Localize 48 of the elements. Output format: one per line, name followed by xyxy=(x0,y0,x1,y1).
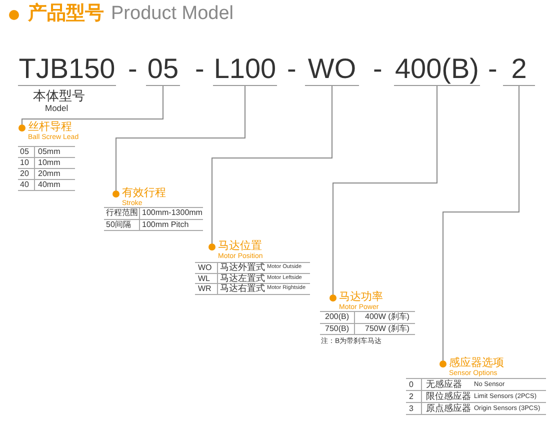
table-text: 20 xyxy=(20,169,29,179)
subtitle: Product Model xyxy=(111,2,234,26)
code-segment: 05 xyxy=(146,52,180,86)
code-segment: L100 xyxy=(213,52,277,86)
separator: - xyxy=(195,52,204,86)
leader-line xyxy=(112,86,246,198)
leader-line xyxy=(330,86,438,302)
table-text: 10 xyxy=(20,158,29,168)
leader-line xyxy=(440,86,520,368)
table-text: 行程范围 xyxy=(106,208,138,218)
separator: - xyxy=(128,52,138,86)
table-text: 马达右置式 xyxy=(220,284,265,294)
table-text: 100mm-1300mm xyxy=(142,208,202,218)
table-text: 750W (刹车) xyxy=(365,324,410,334)
code-segment: 2 xyxy=(503,52,535,86)
table-text: 20mm xyxy=(38,169,60,179)
leader-line xyxy=(208,86,332,250)
table-text: 05 xyxy=(20,147,29,157)
separator: - xyxy=(488,52,498,86)
table-text: 马达外置式 xyxy=(220,263,265,272)
part-label: 本体型号 xyxy=(33,88,85,104)
title: 产品型号 xyxy=(28,2,104,26)
table-text: WR xyxy=(198,284,212,294)
table-text: 40mm xyxy=(38,180,60,190)
code-segment: WO xyxy=(305,52,359,86)
table-text: 无感应器 xyxy=(426,379,462,390)
table-text: 400W (刹车) xyxy=(365,312,410,322)
table-text: 0 xyxy=(409,379,414,390)
table-text: 40 xyxy=(20,180,29,190)
table-text: 原点感应器 xyxy=(426,403,471,414)
table-text: WL xyxy=(198,274,210,283)
table-text: 3 xyxy=(409,403,414,414)
table-text: 50间隔 xyxy=(106,220,131,230)
table-text: 限位感应器 xyxy=(426,391,471,402)
table-text: 马达左置式 xyxy=(220,274,265,283)
separator: - xyxy=(287,52,296,86)
table-text: 100mm Pitch xyxy=(142,220,189,230)
table-text: WO xyxy=(198,263,212,272)
table-text: 05mm xyxy=(38,147,60,157)
table-text: 200(B) xyxy=(325,312,350,322)
code-segment: 400(B) xyxy=(394,52,480,86)
code-segment: TJB150 本体型号 Model xyxy=(18,52,116,114)
separator: - xyxy=(373,52,382,86)
table-text: 2 xyxy=(409,391,414,402)
part-label: Model xyxy=(45,103,68,113)
leader-line xyxy=(18,86,164,132)
table-text: 10mm xyxy=(38,158,60,168)
table-text: 750(B) xyxy=(325,324,350,334)
